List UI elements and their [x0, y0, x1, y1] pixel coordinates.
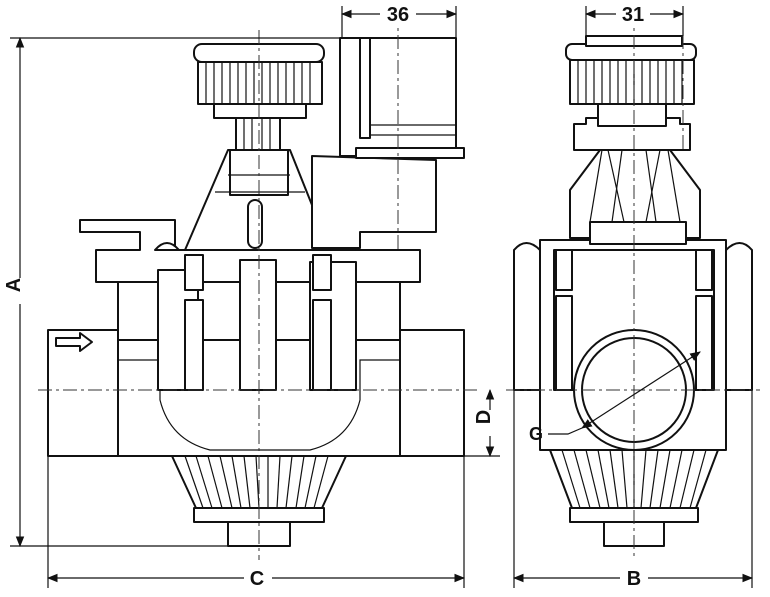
- valve-stem: [235, 117, 281, 151]
- front-view: [38, 10, 478, 560]
- dimension-label-c: C: [250, 568, 264, 590]
- dimension-label-a: A: [3, 278, 25, 292]
- flow-direction-arrow-icon: [55, 332, 93, 352]
- dimension-label-d: D: [473, 410, 495, 424]
- dimension-label-36: 36: [387, 4, 409, 26]
- outlet-flange: [399, 329, 465, 457]
- inlet-flange: [47, 329, 119, 457]
- solenoid-base: [311, 155, 437, 249]
- manual-knob: [197, 61, 323, 105]
- dimension-label-b: B: [627, 568, 641, 590]
- side-knob: [569, 59, 695, 105]
- dimension-label-g: G: [529, 424, 543, 444]
- side-view: [506, 10, 760, 560]
- dimension-label-31: 31: [622, 4, 644, 26]
